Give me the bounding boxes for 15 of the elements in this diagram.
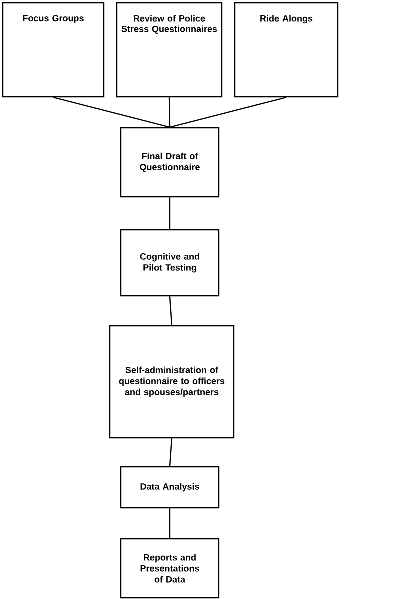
process-box: Ride Alongs (234, 2, 339, 98)
process-box: Final Draft of Questionnaire (120, 127, 220, 198)
connector-line (170, 97, 287, 128)
process-box: Cognitive and Pilot Testing (120, 229, 220, 297)
process-box: Reports and Presentations of Data (120, 538, 220, 599)
connector-line (169, 438, 173, 466)
process-box: Self-administration of questionnaire to officers and spouses/partners (109, 325, 235, 439)
process-box: Focus Groups (2, 2, 105, 98)
connector-line (168, 98, 171, 128)
process-box: Data Analysis (120, 466, 220, 509)
connector-line (169, 198, 171, 230)
connector-line (53, 97, 170, 128)
connector-line (169, 296, 173, 326)
connector-line (169, 508, 171, 538)
process-box: Review of Police Stress Questionnaires (116, 2, 223, 98)
